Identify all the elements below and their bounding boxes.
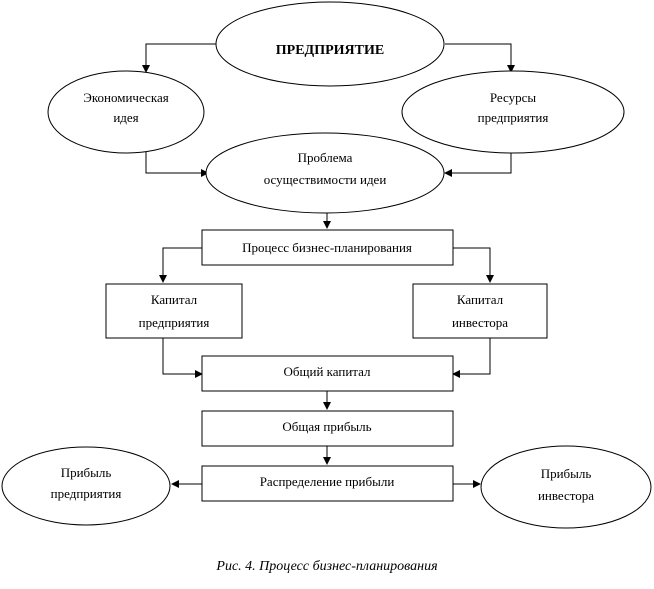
node-label: осуществимости идеи (264, 172, 387, 187)
node-profit-enterprise: Прибыль предприятия (1, 446, 171, 526)
node-label: Прибыль (541, 466, 592, 481)
node-label: Прибыль (61, 465, 112, 480)
arrow-capital-enterprise-to-total (162, 338, 203, 378)
arrow-capital-investor-to-total (452, 338, 491, 378)
node-label: Экономическая (83, 90, 168, 105)
node-label: Проблема (298, 150, 353, 165)
node-distribution: Распределение прибыли (201, 465, 454, 502)
node-label: Процесс бизнес-планирования (242, 240, 412, 255)
node-economic-idea: Экономическая идея (47, 70, 205, 154)
node-capital-enterprise: Капитал предприятия (105, 283, 243, 339)
node-profit-investor: Прибыль инвестора (480, 445, 652, 529)
node-label: предприятия (478, 110, 549, 125)
node-resources: Ресурсы предприятия (401, 70, 625, 154)
node-label: Капитал (457, 292, 504, 307)
arrow-enterprise-to-idea (142, 43, 216, 73)
node-label: Распределение прибыли (260, 474, 395, 489)
node-label: предприятия (139, 315, 210, 330)
figure-caption: Рис. 4. Процесс бизнес-планирования (215, 559, 437, 574)
node-label: Ресурсы (490, 90, 537, 105)
node-process: Процесс бизнес-планирования (201, 229, 454, 266)
arrow-enterprise-to-resources (445, 43, 515, 73)
arrow-process-to-capital-investor (453, 247, 494, 283)
node-label: Капитал (151, 292, 198, 307)
node-label: предприятия (51, 486, 122, 501)
arrow-process-to-capital-enterprise (159, 247, 202, 283)
node-capital-investor: Капитал инвестора (412, 283, 548, 339)
node-label: Общий капитал (283, 364, 371, 379)
node-label: идея (113, 110, 138, 125)
node-total-capital: Общий капитал (201, 355, 454, 392)
node-label: Общая прибыль (282, 419, 371, 434)
node-enterprise: ПРЕДПРИЯТИЕ (215, 1, 445, 87)
node-label: инвестора (538, 488, 594, 503)
node-label: инвестора (452, 315, 508, 330)
node-problem: Проблема осуществимости идеи (205, 132, 445, 214)
node-label: ПРЕДПРИЯТИЕ (276, 43, 384, 58)
node-total-profit: Общая прибыль (201, 410, 454, 447)
